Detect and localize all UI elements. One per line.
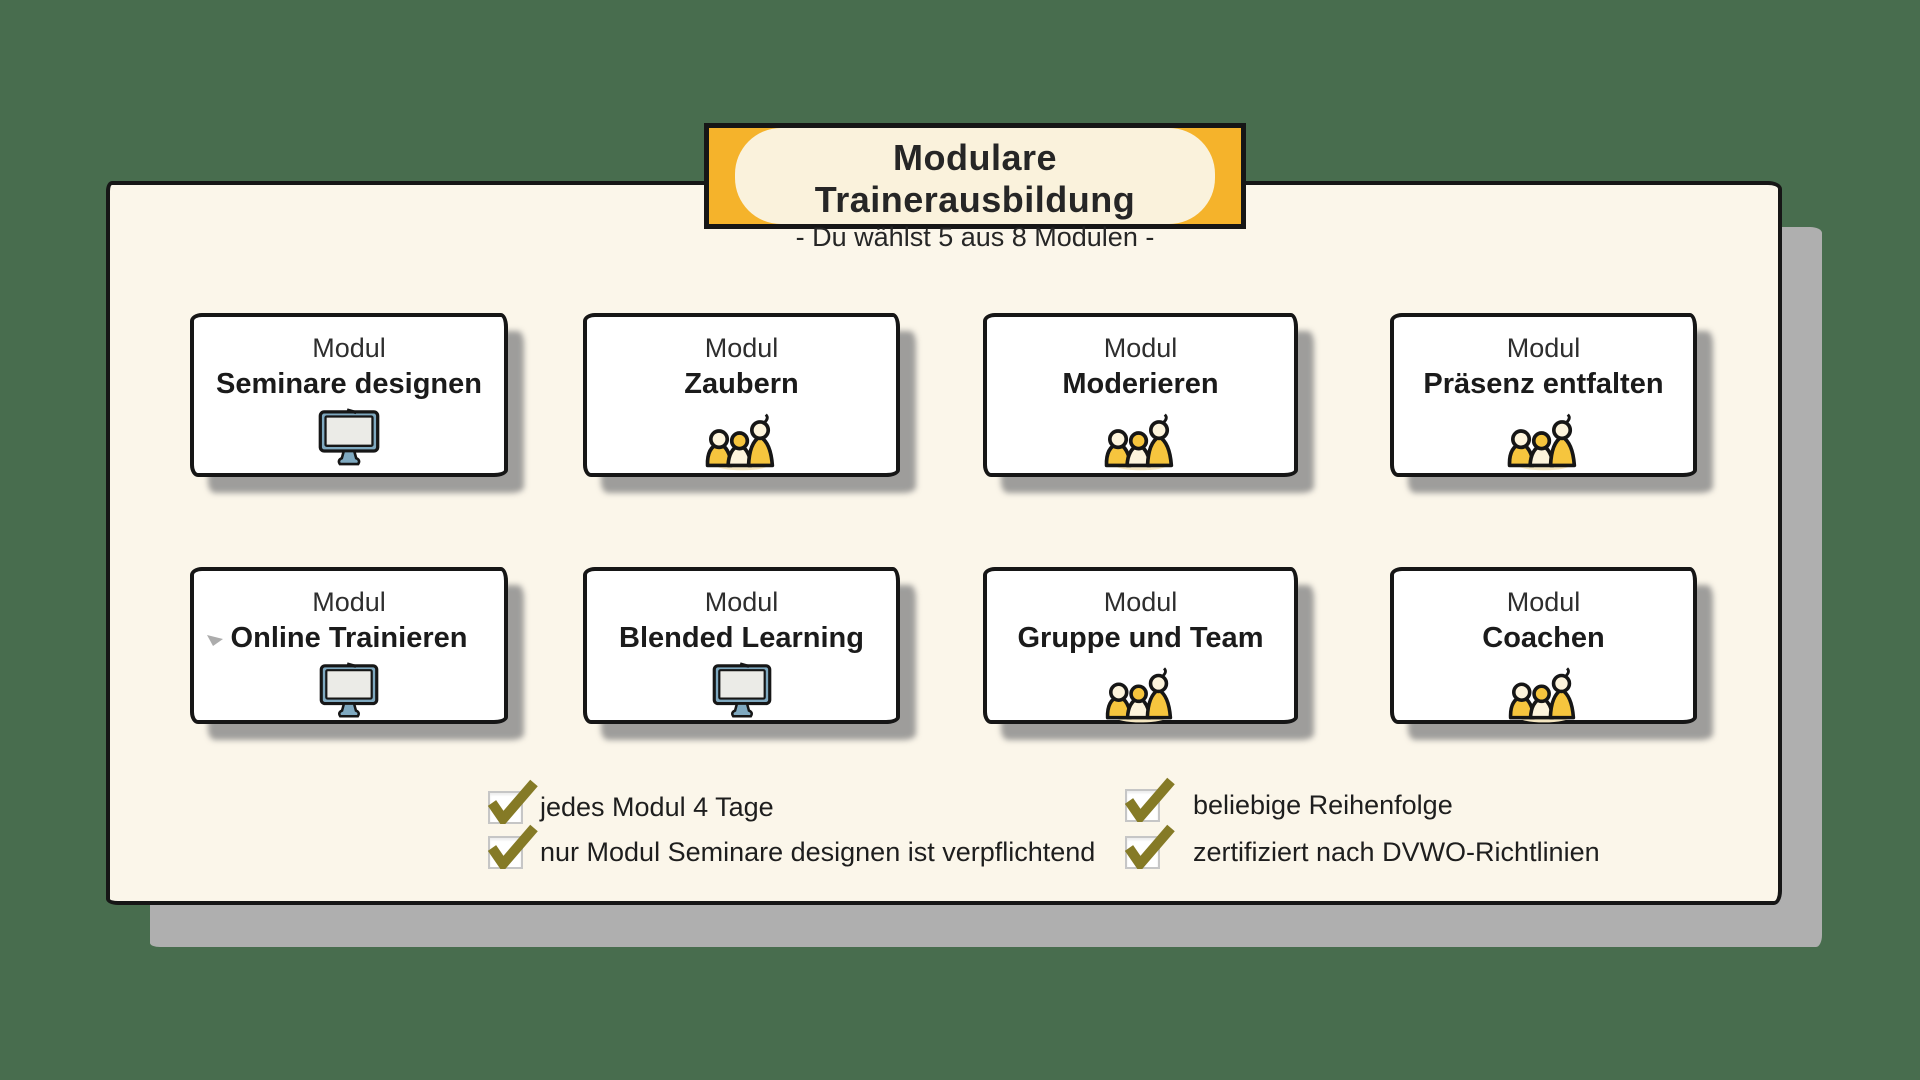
module-card-title: Moderieren (1062, 368, 1219, 400)
people-group-icon (987, 408, 1294, 472)
checklist-item-label: zertifiziert nach DVWO-Richtlinien (1193, 837, 1600, 867)
module-card-label: Modul (1103, 333, 1178, 363)
checkbox (487, 779, 538, 824)
module-card-label: Modul (1506, 333, 1581, 363)
module-card-title: Gruppe und Team (1017, 622, 1264, 654)
checkmark-icon (487, 824, 538, 869)
checklist-item-label: nur Modul Seminare designen ist verpflic… (540, 837, 1096, 867)
module-card-zaubern: Modul Zaubern (583, 313, 900, 477)
module-card-coachen: Modul Coachen (1390, 567, 1697, 724)
module-card-online-trainieren: Modul Online Trainieren (190, 567, 508, 724)
module-card-gruppe-und-team: Modul Gruppe und Team (983, 567, 1298, 724)
module-card-label: Modul (312, 333, 386, 363)
module-card-title: Coachen (1482, 622, 1605, 654)
module-card-label: Modul (312, 587, 386, 617)
checkbox (1124, 824, 1175, 869)
people-group-icon (1394, 662, 1693, 724)
module-card-label: Modul (1103, 587, 1178, 617)
module-card-label: Modul (704, 333, 779, 363)
title-banner: Modulare Trainerausbildung - Du wählst 5… (704, 123, 1246, 252)
stray-pen-mark (206, 633, 224, 649)
checklist-item: zertifiziert nach DVWO-Richtlinien (1124, 824, 1600, 869)
module-card-title: Blended Learning (619, 622, 864, 654)
people-group-icon (587, 408, 896, 472)
checkbox (1124, 777, 1175, 822)
people-group-icon (987, 662, 1294, 724)
checklist-item-label: jedes Modul 4 Tage (540, 792, 774, 822)
module-card-blended-learning: Modul Blended Learning (583, 567, 900, 724)
main-panel (106, 181, 1782, 905)
title-banner-inner: Modulare Trainerausbildung - Du wählst 5… (735, 128, 1215, 252)
people-group-icon (1394, 408, 1693, 472)
module-card-title: Online Trainieren (230, 622, 468, 654)
diagram-subtitle: - Du wählst 5 aus 8 Modulen - (795, 222, 1155, 252)
module-card-seminare-designen: Modul Seminare designen (190, 313, 508, 477)
checklist-item: beliebige Reihenfolge (1124, 777, 1453, 822)
monitor-icon (587, 662, 896, 720)
checkbox (487, 824, 538, 869)
module-card-title: Zaubern (684, 368, 799, 400)
checkmark-icon (1124, 824, 1175, 869)
module-card-title: Präsenz entfalten (1423, 368, 1664, 400)
module-card-label: Modul (1506, 587, 1581, 617)
module-card-praesenz-entfalten: Modul Präsenz entfalten (1390, 313, 1697, 477)
module-card-title: Seminare designen (216, 368, 482, 400)
monitor-icon (194, 408, 504, 468)
checkmark-icon (1124, 777, 1175, 822)
checklist-item-label: beliebige Reihenfolge (1193, 790, 1453, 820)
checklist-item: nur Modul Seminare designen ist verpflic… (487, 824, 1096, 869)
diagram-title: Modulare Trainerausbildung (814, 137, 1136, 220)
module-card-moderieren: Modul Moderieren (983, 313, 1298, 477)
monitor-icon (194, 662, 504, 720)
module-card-label: Modul (704, 587, 779, 617)
checklist-item: jedes Modul 4 Tage (487, 779, 774, 824)
checkmark-icon (487, 779, 538, 824)
